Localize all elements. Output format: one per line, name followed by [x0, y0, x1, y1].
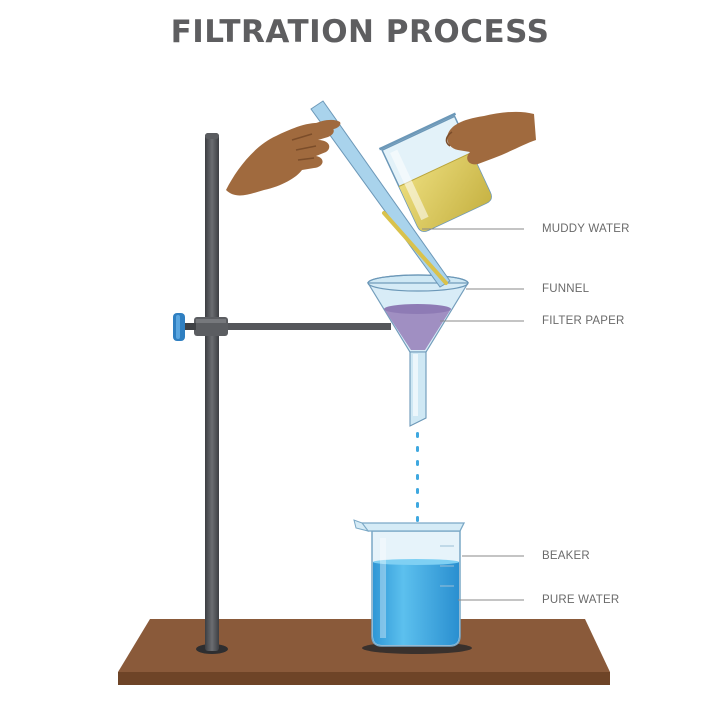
beaker — [353, 519, 472, 654]
funnel — [366, 274, 470, 427]
left-hand — [226, 119, 341, 196]
label-filter-paper: FILTER PAPER — [542, 315, 625, 327]
diagram-title: FILTRATION PROCESS — [170, 14, 550, 50]
label-beaker: BEAKER — [542, 550, 590, 562]
clamp-arm — [219, 323, 391, 330]
retort-stand-rod — [205, 133, 219, 651]
label-funnel: FUNNEL — [542, 283, 590, 295]
clamp — [173, 313, 391, 341]
label-pure-water: PURE WATER — [542, 594, 620, 606]
glass-rod — [310, 100, 451, 288]
water-drips — [416, 432, 419, 522]
label-leader-lines — [422, 228, 524, 601]
table — [118, 619, 610, 685]
table-front — [118, 672, 610, 685]
right-hand — [445, 111, 536, 165]
table-top — [118, 619, 610, 672]
label-muddy-water: MUDDY WATER — [542, 223, 630, 235]
pure-water — [373, 562, 459, 645]
filter-paper — [384, 309, 451, 350]
